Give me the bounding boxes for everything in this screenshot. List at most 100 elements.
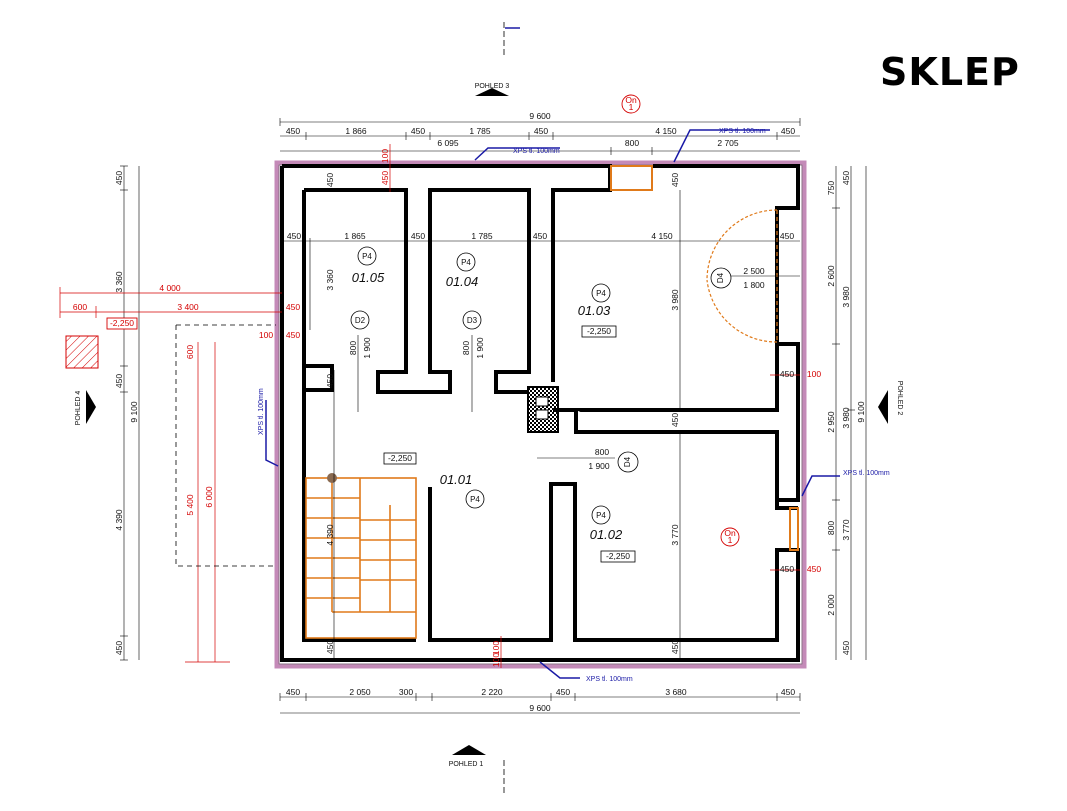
room-number: 01.01 [440, 472, 473, 487]
insulation-label: XPS tl. 100mm [258, 388, 265, 435]
window-tag: On [625, 95, 637, 105]
dim: 450 [286, 126, 300, 136]
dim: 450 [286, 687, 300, 697]
page-title: SKLEP [880, 50, 1020, 94]
dim: 6 000 [204, 486, 214, 508]
dim: 1 785 [471, 231, 493, 241]
outside-level-mark: -2,250 [110, 318, 134, 328]
dim: 450 [780, 231, 794, 241]
dim: 3 360 [114, 271, 124, 293]
dim: 100 [259, 330, 273, 340]
dim: 3 770 [670, 524, 680, 546]
dim: 5 400 [185, 494, 195, 516]
dim: 450 [287, 231, 301, 241]
dim: 450 [841, 171, 851, 185]
dim: 2 220 [481, 687, 503, 697]
window-num: 1 [728, 535, 733, 545]
dim: 6 095 [437, 138, 459, 148]
floor-tag: P4 [362, 252, 372, 261]
dim: 450 [780, 564, 794, 574]
dim: 1 900 [362, 337, 372, 359]
floor-tag: P4 [470, 495, 480, 504]
dim: 800 [826, 521, 836, 535]
dim: 1 866 [345, 126, 367, 136]
dim: 450 [780, 369, 794, 379]
window-top [610, 165, 653, 191]
dim: 600 [185, 345, 195, 359]
dim: 300 [399, 687, 413, 697]
dim-right-total: 9 100 [856, 401, 866, 423]
dim: 450 [807, 564, 821, 574]
dim: 450 [556, 687, 570, 697]
level-mark: -2,250 [587, 326, 611, 336]
dim: 450 [841, 641, 851, 655]
dim: 450 [114, 641, 124, 655]
level-mark: -2,250 [606, 551, 630, 561]
view-markers [86, 22, 888, 795]
level-mark: -2,250 [388, 453, 412, 463]
insulation-label: XPS tl. 100mm [719, 128, 766, 135]
dim: 3 980 [841, 286, 851, 308]
dim: 2 705 [717, 138, 739, 148]
dim: 4 150 [651, 231, 673, 241]
insulation-label: XPS tl. 100mm [843, 470, 890, 477]
dim: 450 [286, 330, 300, 340]
red-dimensions [59, 144, 800, 668]
dim-bottom-total: 9 600 [529, 703, 551, 713]
dim: 2 500 [743, 266, 765, 276]
terrain-hatch [65, 335, 99, 369]
floor-tag: P4 [596, 511, 606, 520]
dim: 3 770 [841, 519, 851, 541]
dimension-ticks [120, 118, 855, 701]
dim: 2 050 [349, 687, 371, 697]
dim: 450 [325, 640, 335, 654]
dim: 4 390 [325, 524, 335, 546]
window-num: 1 [629, 102, 634, 112]
floor-tag: P4 [596, 289, 606, 298]
dim: 450 [781, 126, 795, 136]
dim: 800 [348, 341, 358, 355]
dim: 1 900 [588, 461, 610, 471]
dim: 100 [380, 149, 390, 163]
dim: 3 400 [177, 302, 199, 312]
dim: 100 [491, 653, 501, 667]
dim: 2 600 [826, 265, 836, 287]
dim: 4 390 [114, 509, 124, 531]
window-right [789, 507, 799, 551]
dim: 750 [826, 181, 836, 195]
room-number: 01.02 [590, 527, 623, 542]
dim: 450 [411, 231, 425, 241]
door-tag: D4 [623, 456, 632, 467]
dim: 450 [325, 173, 335, 187]
insulation-markers [265, 27, 840, 679]
dim: 800 [595, 447, 609, 457]
dim: 600 [73, 302, 87, 312]
dim: 450 [534, 126, 548, 136]
dim: 100 [807, 369, 821, 379]
dim: 450 [670, 640, 680, 654]
dim: 1 900 [475, 337, 485, 359]
insulation-label: XPS tl. 100mm [513, 148, 560, 155]
staircase [305, 477, 417, 639]
room-number: 01.03 [578, 303, 611, 318]
room-number: 01.05 [352, 270, 385, 285]
dim: 450 [114, 171, 124, 185]
dim: 450 [670, 173, 680, 187]
dim: 800 [625, 138, 639, 148]
dim: 4 000 [159, 283, 181, 293]
dim: 3 360 [325, 269, 335, 291]
dim: 4 150 [655, 126, 677, 136]
dim: 1 800 [743, 280, 765, 290]
dim: 450 [533, 231, 547, 241]
insulation-label: XPS tl. 100mm [586, 676, 633, 683]
dim: 450 [380, 171, 390, 185]
door-tag: D2 [355, 316, 366, 325]
dim: 1 785 [469, 126, 491, 136]
dim: 450 [286, 302, 300, 312]
door-tag: D4 [716, 272, 725, 283]
view-label-right: POHLED 2 [896, 381, 903, 416]
dim-top-total: 9 600 [529, 111, 551, 121]
view-label-bottom: POHLED 1 [449, 761, 484, 768]
dim-left-total: 9 100 [129, 401, 139, 423]
